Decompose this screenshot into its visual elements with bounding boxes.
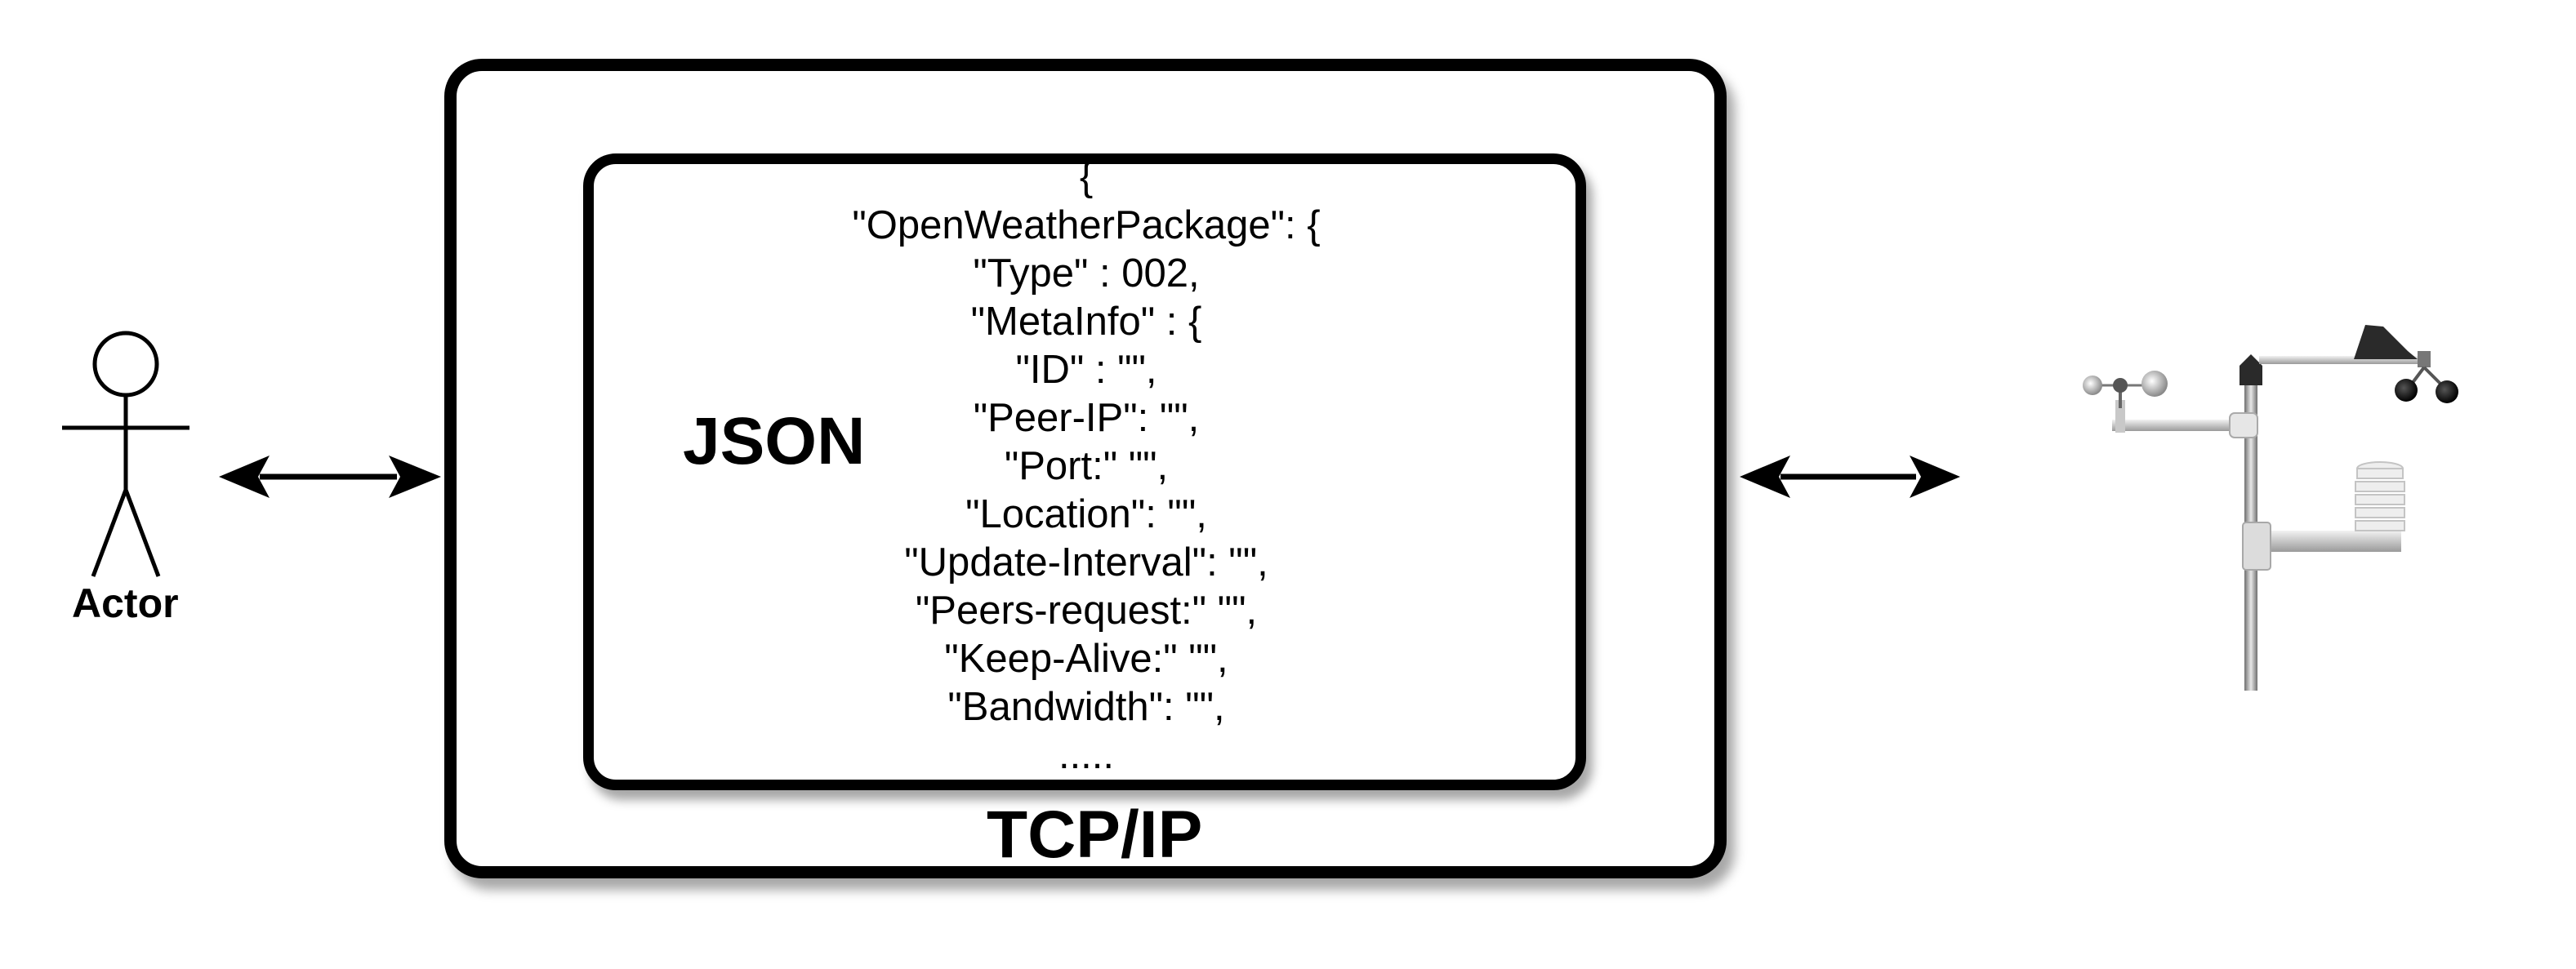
code-line: "Update-Interval": "", bbox=[904, 540, 1268, 585]
code-line: "Type" : 002, bbox=[973, 251, 1200, 296]
code-line: "Bandwidth": "", bbox=[947, 685, 1225, 729]
code-line: { bbox=[1079, 155, 1094, 199]
code-line: "ID" : "", bbox=[1015, 348, 1157, 392]
code-line: "Location": "", bbox=[965, 492, 1207, 536]
code-line: "Keep-Alive:" "", bbox=[944, 637, 1228, 681]
json-label: JSON bbox=[683, 404, 866, 478]
actor-label: Actor bbox=[72, 580, 179, 626]
code-line: "MetaInfo" : { bbox=[970, 300, 1202, 344]
code-line: "Peers-request:" "", bbox=[915, 589, 1258, 633]
code-line: "OpenWeatherPackage": { bbox=[852, 203, 1321, 247]
json-container bbox=[583, 153, 1586, 790]
json-payload: { "OpenWeatherPackage": { "Type" : 002, … bbox=[817, 153, 1356, 780]
tcp-ip-label: TCP/IP bbox=[987, 798, 1203, 872]
code-line: "Peer-IP": "", bbox=[973, 396, 1200, 440]
code-line: ..... bbox=[1058, 733, 1115, 777]
code-line: "Port:" "", bbox=[1004, 444, 1169, 488]
